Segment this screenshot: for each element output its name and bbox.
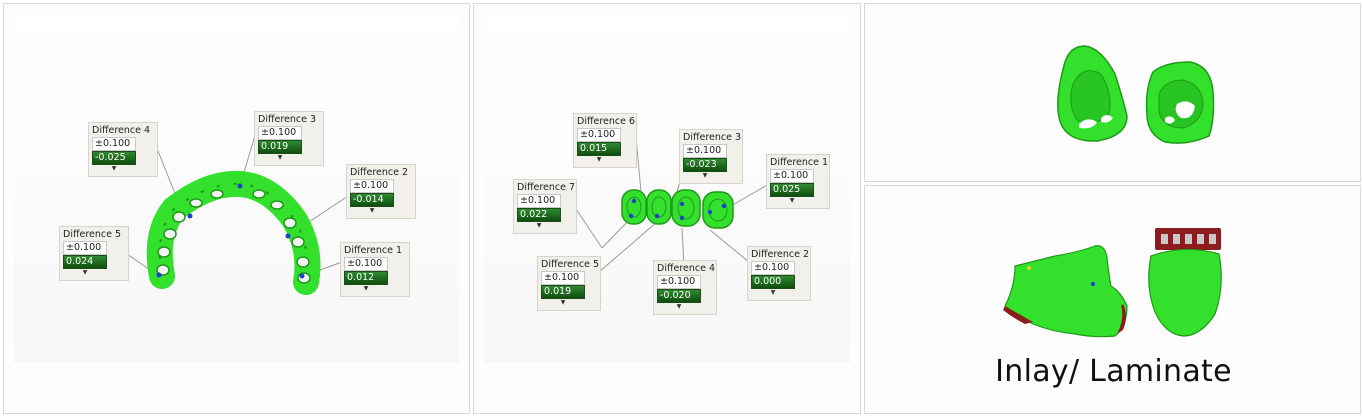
difference-callout[interactable]: Difference 4 ±0.100 -0.025 ▼ — [88, 122, 158, 177]
difference-callout[interactable]: Difference 3 ±0.100 0.019 ▼ — [254, 111, 324, 166]
callout-value: -0.025 — [92, 151, 136, 165]
difference-callout[interactable]: Difference 4 ±0.100 -0.020 ▼ — [653, 260, 717, 315]
measurement-points — [156, 183, 305, 279]
callout-value: 0.000 — [751, 275, 795, 289]
callout-tolerance: ±0.100 — [344, 257, 388, 271]
inlay-laminate-models — [1003, 228, 1222, 338]
difference-callout[interactable]: Difference 1 ±0.100 0.012 ▼ — [340, 242, 410, 297]
callout-tolerance: ±0.100 — [683, 144, 727, 158]
arch-body — [146, 170, 321, 295]
difference-callout[interactable]: Difference 2 ±0.100 0.000 ▼ — [747, 246, 811, 301]
callout-title: Difference 2 — [751, 249, 810, 260]
callout-value: 0.019 — [541, 285, 585, 299]
dropdown-arrow-icon[interactable]: ▼ — [363, 285, 369, 292]
laminate-model — [1148, 228, 1222, 337]
callout-value: 0.012 — [344, 271, 388, 285]
callout-value: -0.014 — [350, 193, 394, 207]
callout-value: -0.020 — [657, 289, 701, 303]
right-shell — [1145, 61, 1215, 144]
preparation-holes — [156, 189, 311, 284]
dropdown-arrow-icon[interactable]: ▼ — [676, 303, 682, 310]
panel-caption: Inlay/ Laminate — [995, 354, 1232, 389]
dropdown-arrow-icon[interactable]: ▼ — [770, 289, 776, 296]
callout-title: Difference 5 — [541, 259, 600, 270]
dropdown-arrow-icon[interactable]: ▼ — [111, 165, 117, 172]
bridge-model — [573, 137, 770, 273]
full-arch-panel: Difference 4 ±0.100 -0.025 ▼ Difference … — [3, 3, 470, 414]
callout-value: 0.022 — [517, 208, 561, 222]
bridge-units — [621, 189, 734, 229]
dropdown-arrow-icon[interactable]: ▼ — [789, 197, 795, 204]
left-shell — [1057, 45, 1128, 142]
callout-tolerance: ±0.100 — [770, 169, 814, 183]
callout-tolerance: ±0.100 — [63, 241, 107, 255]
callout-title: Difference 5 — [63, 229, 122, 240]
callout-title: Difference 4 — [657, 263, 716, 274]
callout-tolerance: ±0.100 — [577, 128, 621, 142]
callout-tolerance: ±0.100 — [350, 179, 394, 193]
inlay-model — [1003, 245, 1128, 338]
dropdown-arrow-icon[interactable]: ▼ — [277, 154, 283, 161]
callout-title: Difference 1 — [344, 245, 403, 256]
difference-callout[interactable]: Difference 6 ±0.100 0.015 ▼ — [573, 113, 637, 168]
callout-tolerance: ±0.100 — [258, 126, 302, 140]
measurement-points — [628, 198, 727, 221]
callout-value: 0.024 — [63, 255, 107, 269]
dropdown-arrow-icon[interactable]: ▼ — [82, 269, 88, 276]
difference-callout[interactable]: Difference 5 ±0.100 0.024 ▼ — [59, 226, 129, 281]
callout-tolerance: ±0.100 — [517, 194, 561, 208]
callout-tolerance: ±0.100 — [92, 137, 136, 151]
callout-title: Difference 3 — [683, 132, 742, 143]
inlay-laminate-panel: Inlay/ Laminate — [864, 185, 1361, 414]
callout-tolerance: ±0.100 — [657, 275, 701, 289]
difference-callout[interactable]: Difference 2 ±0.100 -0.014 ▼ — [346, 164, 416, 219]
difference-callout[interactable]: Difference 5 ±0.100 0.019 ▼ — [537, 256, 601, 311]
callout-title: Difference 2 — [350, 167, 409, 178]
inlay-shell-models — [1057, 45, 1215, 144]
callout-tolerance: ±0.100 — [541, 271, 585, 285]
callout-title: Difference 3 — [258, 114, 317, 125]
callout-value: 0.025 — [770, 183, 814, 197]
dropdown-arrow-icon[interactable]: ▼ — [536, 222, 542, 229]
bridge-panel: Difference 6 ±0.100 0.015 ▼ Difference 3… — [473, 3, 861, 414]
callout-title: Difference 1 — [770, 157, 829, 168]
callout-tolerance: ±0.100 — [751, 261, 795, 275]
dropdown-arrow-icon[interactable]: ▼ — [369, 207, 375, 214]
full-arch-model — [126, 131, 349, 295]
unit-contours — [626, 196, 728, 222]
callout-value: 0.015 — [577, 142, 621, 156]
dropdown-arrow-icon[interactable]: ▼ — [560, 299, 566, 306]
callout-title: Difference 4 — [92, 125, 151, 136]
callout-title: Difference 6 — [577, 116, 636, 127]
difference-callout[interactable]: Difference 1 ±0.100 0.025 ▼ — [766, 154, 830, 209]
inlay-shells-panel — [864, 3, 1361, 182]
arch-shading — [158, 182, 309, 283]
callout-title: Difference 7 — [517, 182, 576, 193]
difference-callout[interactable]: Difference 7 ±0.100 0.022 ▼ — [513, 179, 577, 234]
callout-value: -0.023 — [683, 158, 727, 172]
difference-callout[interactable]: Difference 3 ±0.100 -0.023 ▼ — [679, 129, 743, 184]
dropdown-arrow-icon[interactable]: ▼ — [596, 156, 602, 163]
dropdown-arrow-icon[interactable]: ▼ — [702, 172, 708, 179]
callout-value: 0.019 — [258, 140, 302, 154]
